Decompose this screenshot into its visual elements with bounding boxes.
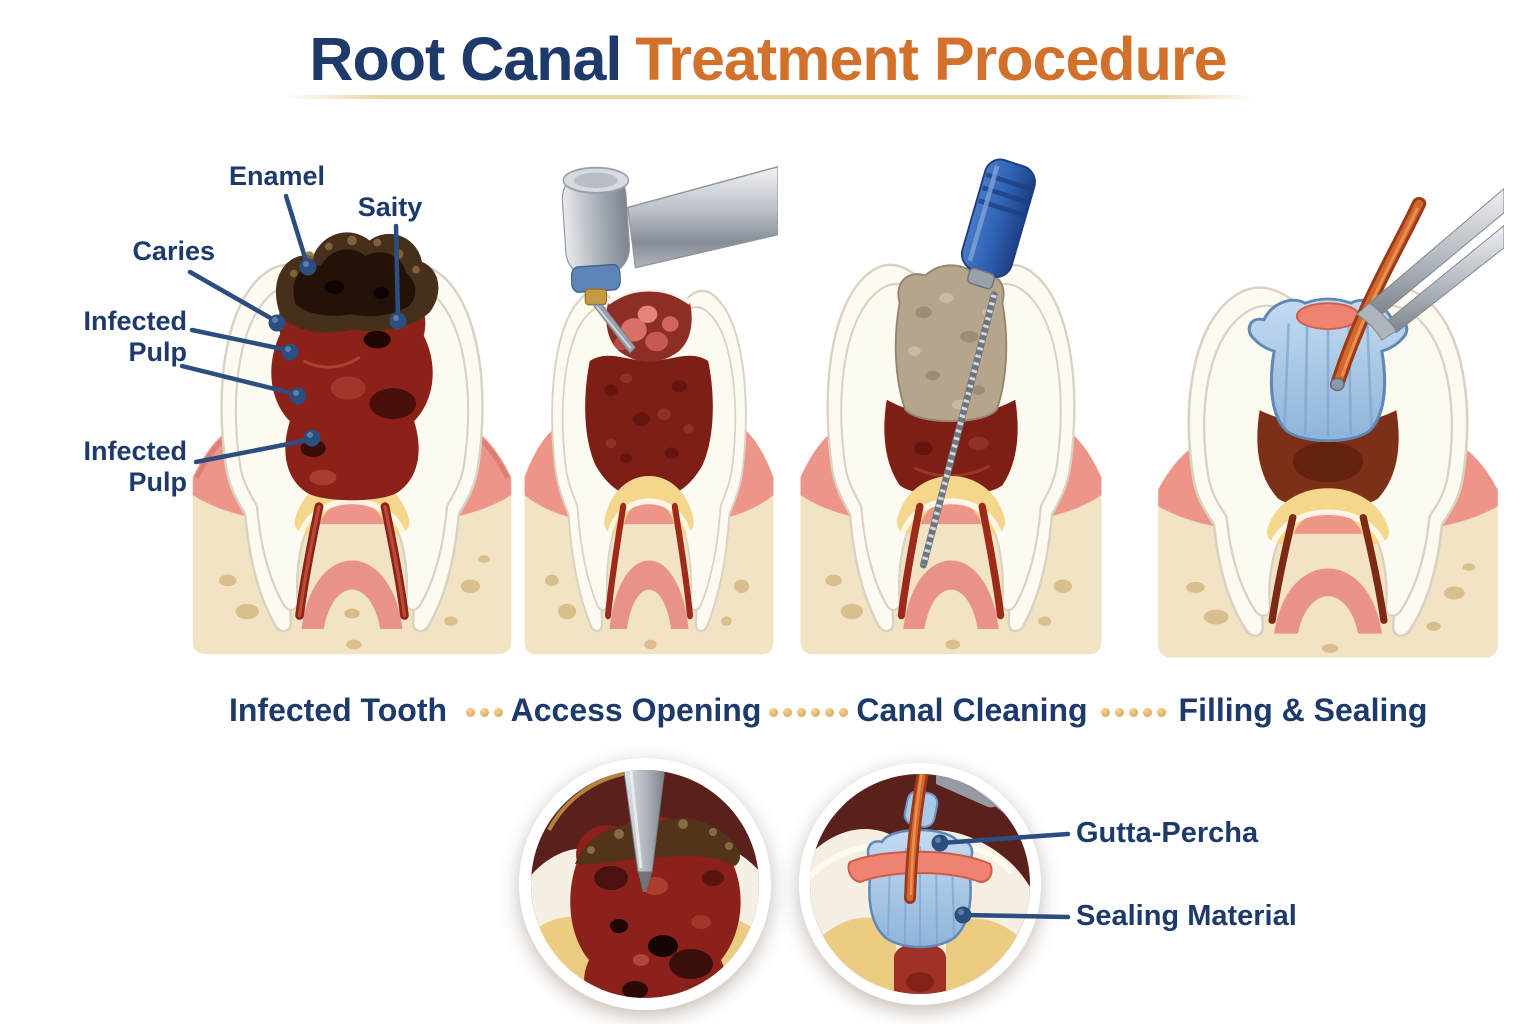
stage-label-filling-sealing: Filling & Sealing [1178, 692, 1428, 728]
title-secondary: Treatment Procedure [635, 25, 1227, 93]
drill-arm [627, 165, 778, 269]
drill-collar [584, 288, 608, 306]
label-enamel: Enamel [228, 161, 325, 191]
label-infected-pulp-upper: Infected Pulp [83, 306, 187, 368]
infected-tooth-illustration [192, 232, 512, 655]
root-canals [604, 502, 694, 620]
endo-file [920, 158, 1036, 569]
sealing-material-block [1247, 297, 1409, 443]
root-canals [1268, 514, 1388, 624]
infected-mass-closeup [570, 816, 741, 998]
access-opening-illustration [524, 165, 778, 655]
stage-label-access-opening: Access Opening [510, 692, 762, 728]
file-handle [961, 158, 1036, 278]
gutta-percha-tube-closeup [904, 774, 932, 904]
root-canals-infected [295, 502, 409, 620]
dentin-arch [896, 476, 1006, 535]
file-collar [967, 267, 995, 290]
separator-dots-1 [466, 708, 503, 717]
label-caries: Caries [132, 236, 215, 266]
gutta-percha-band-closeup [847, 850, 993, 884]
stage-label-canal-cleaning: Canal Cleaning [856, 692, 1088, 728]
dentin-arch [604, 476, 694, 535]
drilling-closeup [531, 770, 759, 998]
separator-dots-3 [1101, 708, 1166, 717]
decay-cavity [275, 232, 439, 333]
title-primary: Root Canal [309, 25, 622, 93]
title-underline [283, 95, 1258, 99]
sealing-block-closeup [866, 828, 974, 949]
root-canals [897, 502, 1005, 620]
gutta-percha-point [1329, 197, 1427, 392]
detail-circle-sealing [799, 763, 1041, 1005]
tweezers [1356, 188, 1504, 341]
pulp-chamber [585, 355, 713, 499]
gutta-percha-cap [1295, 302, 1361, 330]
label-gutta-percha: Gutta-Percha [1076, 817, 1259, 849]
cleaned-cavity-fill [894, 264, 1008, 423]
label-cavity: Saity [357, 192, 423, 222]
label-infected-pulp-lower: Infected Pulp [83, 436, 187, 498]
separator-dots-2 [769, 708, 848, 717]
stage-label-infected-tooth: Infected Tooth [228, 692, 448, 728]
label-sealing-material: Sealing Material [1076, 900, 1297, 932]
dentin-arch [1266, 488, 1390, 545]
filling-sealing-illustration [1158, 188, 1504, 658]
dental-drill [561, 165, 778, 354]
canal-cleaning-illustration [800, 158, 1102, 655]
detail-circle-drilling [519, 758, 771, 1010]
drill-tip-closeup [620, 770, 668, 892]
access-opening-cavity [606, 286, 692, 362]
